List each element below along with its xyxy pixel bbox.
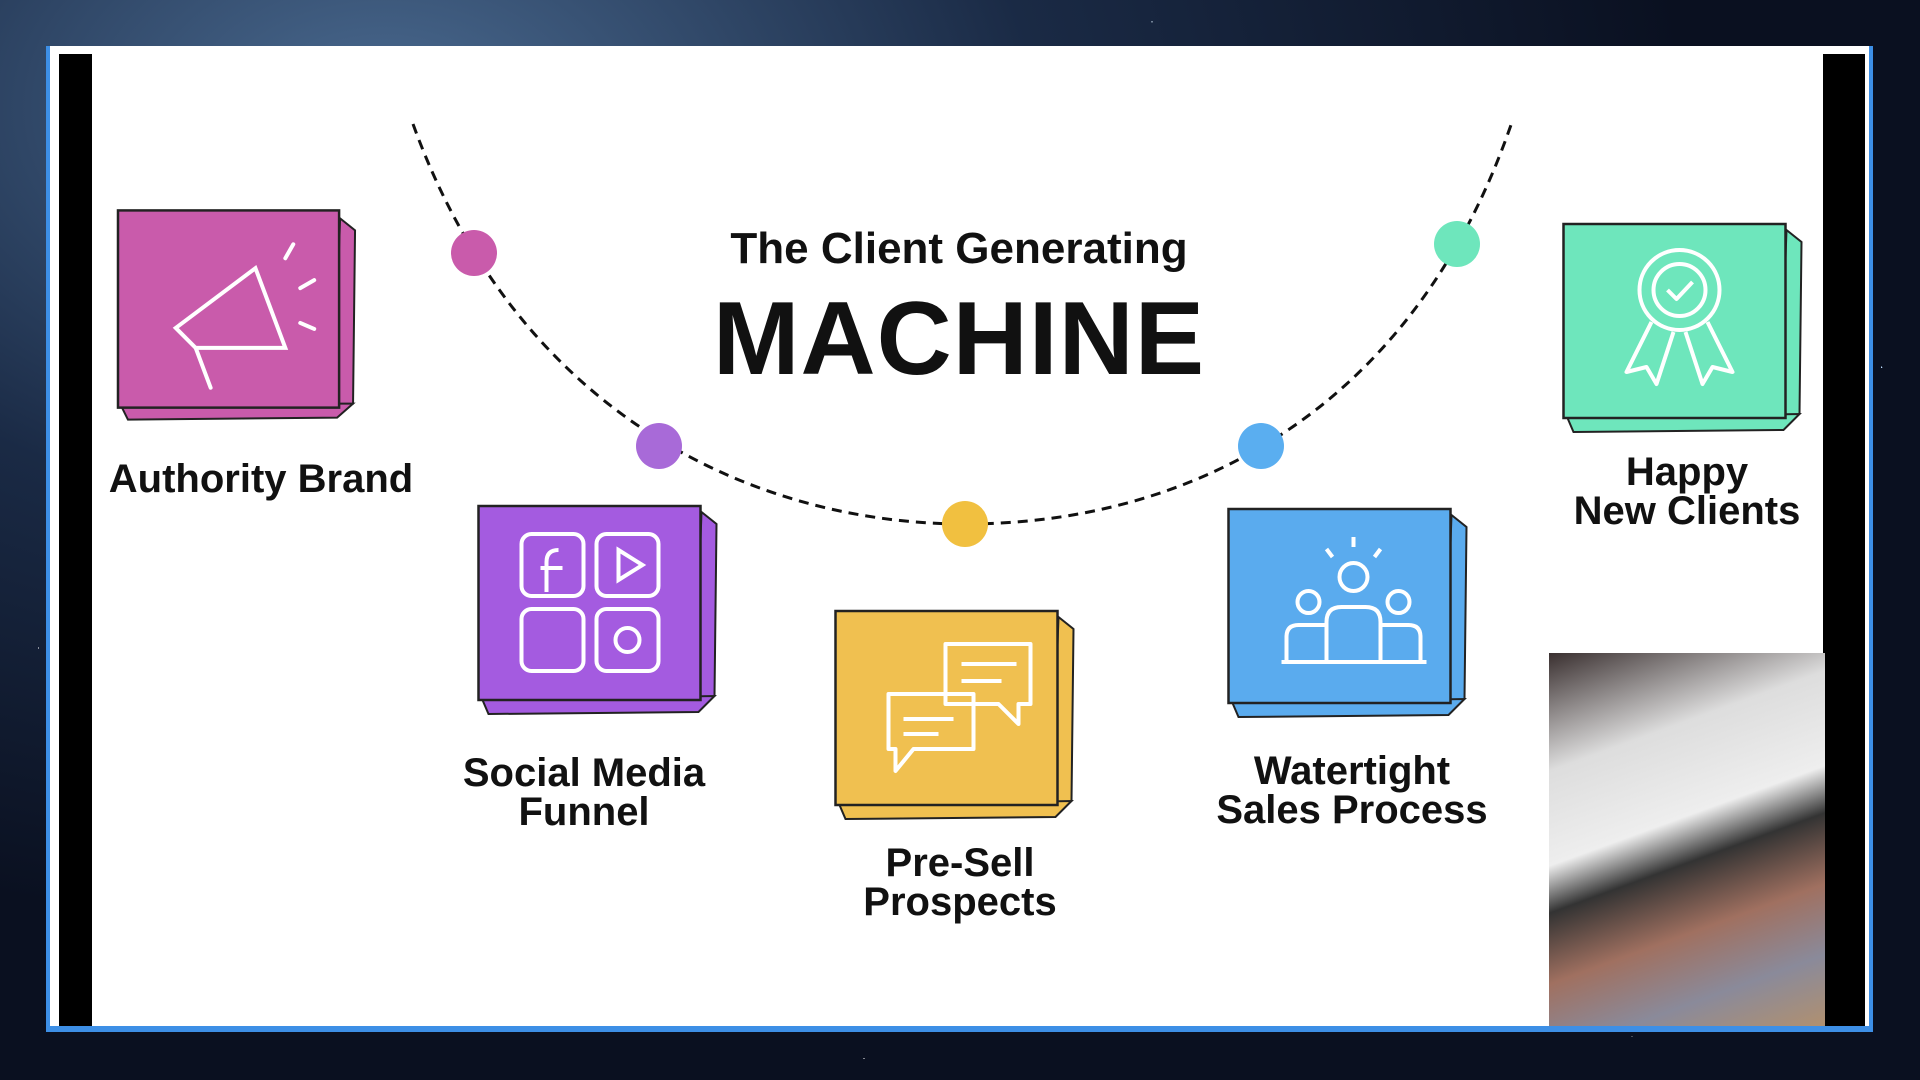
arc-dot-blue (1238, 423, 1284, 469)
label-line: Funnel (518, 790, 650, 834)
chat-bubbles-icon (886, 642, 1033, 773)
card-happy-new-clients (1561, 222, 1812, 435)
label-line: Happy (1625, 450, 1749, 494)
label-line: Prospects (863, 880, 1057, 924)
social-apps-icon (519, 532, 661, 673)
slide-subtitle: The Client Generating (730, 224, 1188, 273)
letterbox-right (1823, 54, 1865, 1026)
label-line: Pre-Sell (885, 841, 1035, 885)
label-line: New Clients (1573, 489, 1801, 533)
label-line: Watertight (1253, 749, 1451, 793)
label-authority-brand: Authority Brand (108, 457, 414, 501)
presenter-video-thumbnail (1549, 653, 1825, 1026)
team-icon (1281, 537, 1427, 664)
label-line: Sales Process (1216, 788, 1488, 832)
arc-dot-yellow (942, 501, 988, 547)
letterbox-left (59, 54, 97, 1026)
slide-title: MACHINE (712, 281, 1206, 397)
arc-dot-purple (636, 423, 682, 469)
megaphone-icon (172, 242, 317, 390)
card-authority-brand (116, 208, 365, 422)
card-pre-sell-prospects (833, 609, 1084, 821)
award-badge-icon (1624, 248, 1735, 386)
card-watertight-sales-process (1226, 507, 1477, 719)
card-social-media-funnel (476, 504, 727, 716)
arc-dot-teal (1434, 221, 1480, 267)
label-line: Social Media (462, 751, 706, 795)
arc-dot-pink (451, 230, 497, 276)
